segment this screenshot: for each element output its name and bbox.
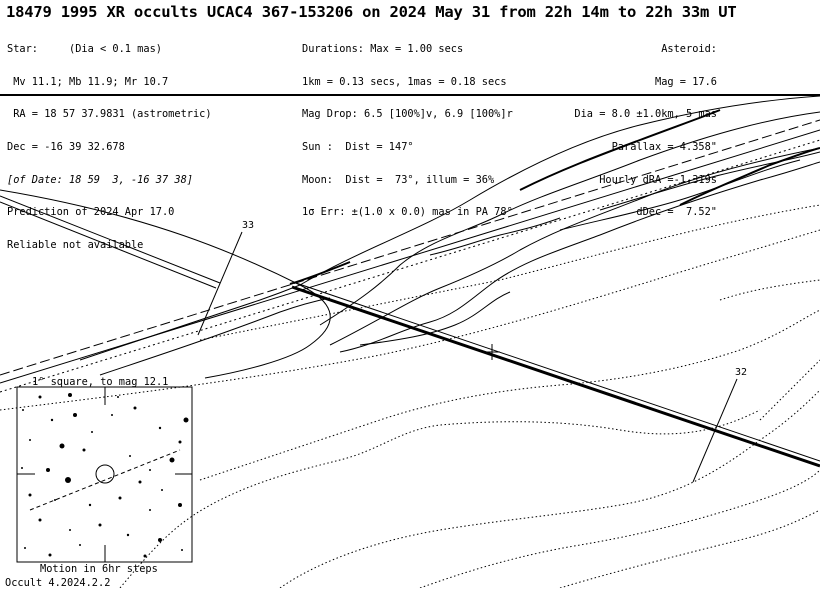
star-info: Star: (Dia < 0.1 mas) Mv 11.1; Mb 11.9; …: [7, 22, 212, 262]
inset-footer: Motion in 6hr steps: [40, 563, 158, 575]
star-line: RA = 18 57 37.9831 (astrometric): [7, 108, 212, 121]
duration-line: Sun : Dist = 147°: [302, 140, 414, 153]
label-leader: [692, 378, 738, 483]
state-boundary: [559, 509, 820, 588]
inset-frame: [16, 386, 193, 563]
inset-title: 1° square, to mag 12.1: [32, 376, 169, 388]
header-divider: [0, 94, 820, 96]
dotted-limit-line: [0, 229, 820, 411]
motion-line: [29, 449, 181, 511]
path-centre: [0, 129, 820, 384]
track-double-line: [0, 201, 217, 289]
duration-line: Mag Drop: 6.5 [100%]v, 6.9 [100%]r: [302, 108, 513, 121]
duration-line: Durations: Max = 1.00 secs: [302, 42, 464, 55]
coastline: [339, 161, 820, 353]
coastline: [319, 111, 820, 326]
asteroid-line: Asteroid:: [661, 42, 717, 55]
coastline: [329, 147, 820, 346]
label-leader: [197, 231, 243, 336]
star-line: Dec = -16 39 32.678: [7, 140, 125, 153]
star-line: [of Date: 18 59 3, -16 37 38]: [7, 173, 193, 186]
duration-info: Durations: Max = 1.00 secs 1km = 0.13 se…: [302, 22, 513, 229]
duration-line: 1σ Err: ±(1.0 x 0.0) mas in PA 78°: [302, 206, 513, 219]
coastline: [559, 159, 801, 231]
star-line: Mv 11.1; Mb 11.9; Mr 10.7: [7, 75, 169, 88]
page-title: 18479 1995 XR occults UCAC4 367-153206 o…: [6, 3, 737, 21]
coastline: [429, 217, 561, 256]
coastline-bold: [679, 147, 820, 206]
duration-line: 1km = 0.13 secs, 1mas = 0.18 secs: [302, 75, 507, 88]
path-south-limit: [0, 139, 820, 393]
coastline: [359, 291, 511, 346]
state-boundary: [119, 409, 761, 588]
coastline: [299, 96, 820, 286]
coastline: [79, 284, 301, 361]
star-field-inset: [16, 386, 193, 563]
asteroid-line: dDec = 7.52": [636, 206, 717, 219]
state-boundary: [199, 309, 820, 481]
track-label-upper: 33: [242, 220, 255, 231]
asteroid-line: Parallax = 4.358": [611, 140, 717, 153]
star-line: Reliable not available: [7, 239, 144, 252]
star-line: Star: (Dia < 0.1 mas): [7, 42, 162, 55]
track-double-line: [0, 195, 221, 284]
version-label: Occult 4.2024.2.2: [5, 577, 111, 589]
ground-track: [291, 285, 820, 468]
track-label-lower: 32: [735, 367, 748, 378]
path-north-limit: [0, 119, 820, 376]
coastline: [599, 151, 820, 211]
asteroid-line: Mag = 17.6: [655, 75, 717, 88]
ground-track-edge: [295, 282, 820, 462]
target-circle: [95, 464, 115, 484]
coastline: [0, 189, 331, 379]
state-boundary: [759, 359, 820, 421]
duration-line: Moon: Dist = 73°, illum = 36%: [302, 173, 495, 186]
coastline: [99, 297, 331, 376]
state-boundary: [419, 469, 820, 588]
state-boundary: [719, 279, 820, 301]
occultation-map: [0, 96, 820, 588]
coastline-bold: [519, 109, 721, 191]
coastline-bold: [289, 261, 351, 285]
inset-stars: [21, 393, 189, 558]
state-boundary: [279, 389, 820, 588]
